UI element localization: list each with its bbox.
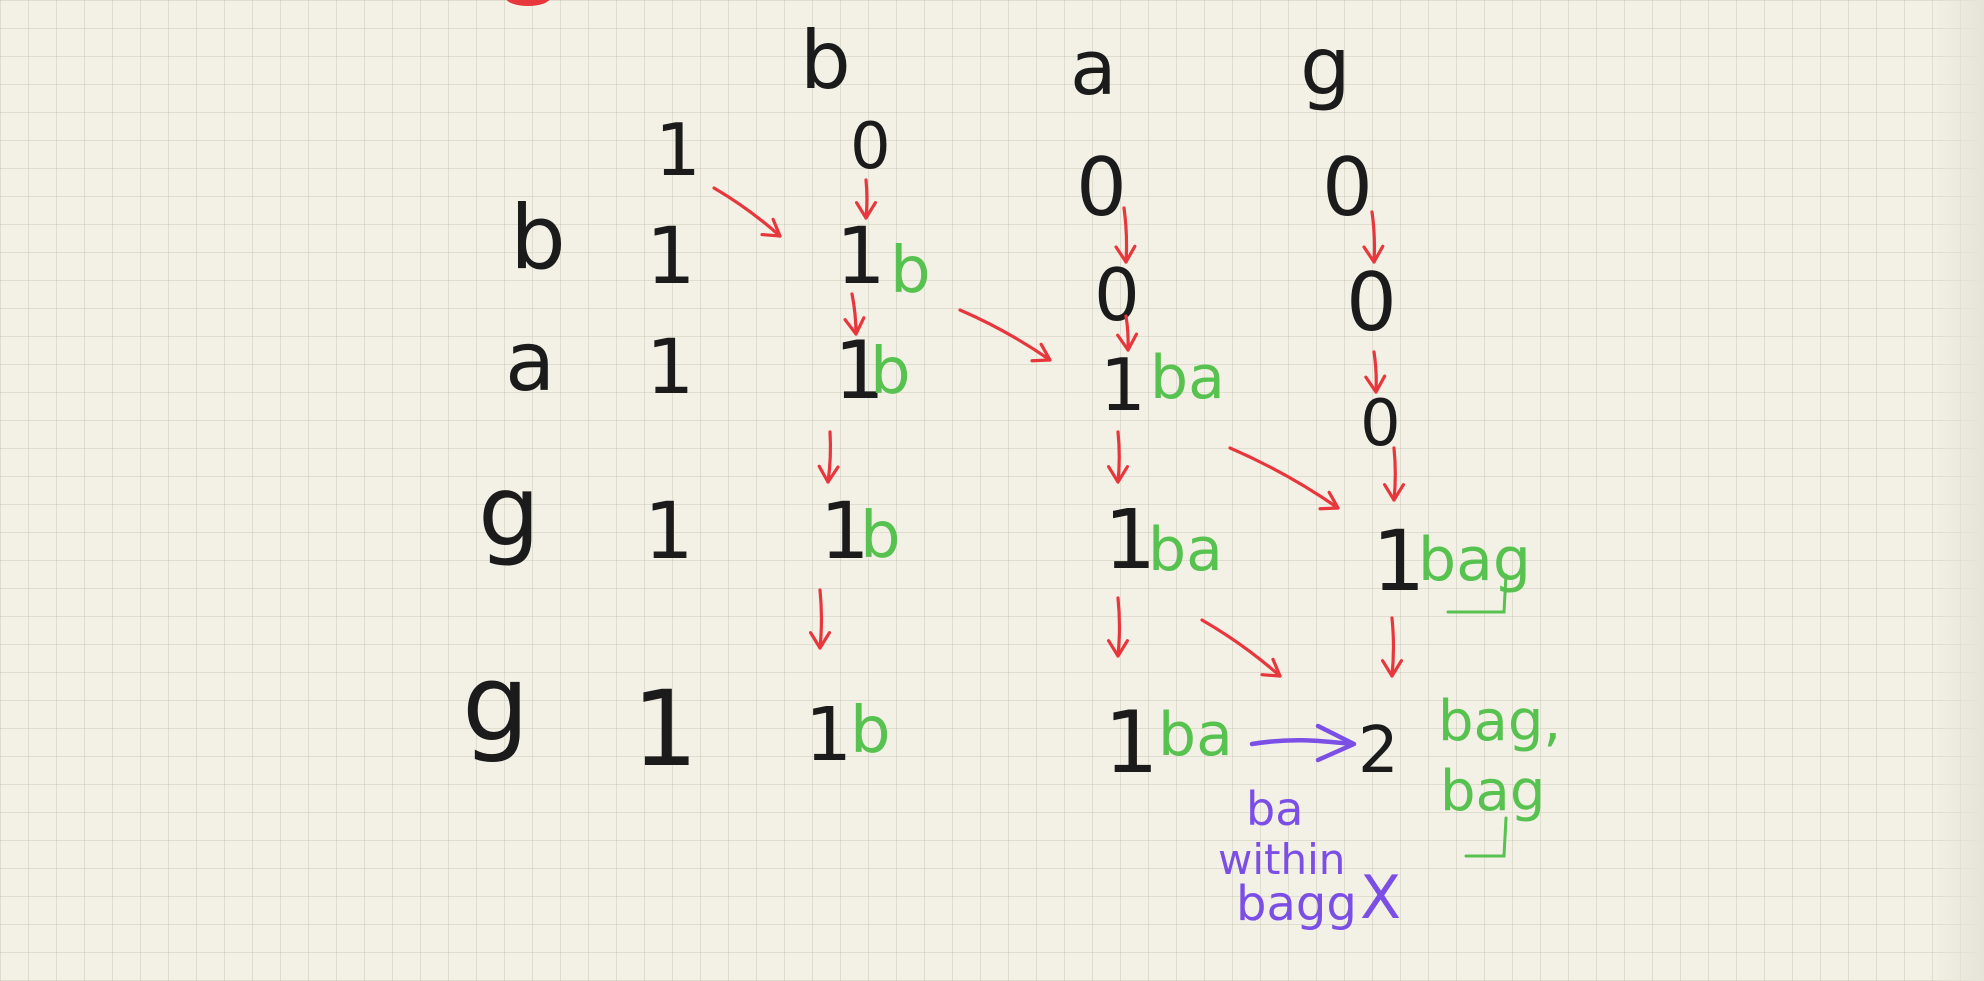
first-row-cell-b: 0 bbox=[850, 110, 891, 184]
cell-4-1: 1 bbox=[805, 692, 852, 778]
note-line-3: bagg bbox=[1236, 876, 1357, 932]
red-arrowhead bbox=[854, 201, 878, 220]
red-arrow bbox=[1390, 616, 1396, 678]
label-3-2: ba bbox=[1148, 515, 1223, 585]
label-3-3: bag bbox=[1418, 525, 1531, 595]
base-cell-row2: 1 bbox=[646, 322, 694, 411]
label-4-3-extra: bag bbox=[1440, 759, 1545, 824]
row-header-b: b bbox=[510, 186, 566, 289]
row-header-g2: g bbox=[462, 642, 529, 765]
base-cell-top: 1 bbox=[655, 108, 701, 192]
red-arrowhead bbox=[1364, 374, 1387, 394]
red-arrow bbox=[1116, 430, 1121, 484]
cell-2-2: 1 bbox=[1100, 343, 1146, 427]
cell-4-2: 1 bbox=[1104, 693, 1159, 793]
base-cell-row1: 1 bbox=[646, 212, 696, 302]
column-header-a: a bbox=[1070, 23, 1117, 112]
row-header-a: a bbox=[505, 315, 555, 410]
label-1-1: b bbox=[890, 234, 931, 308]
red-arrow bbox=[1122, 206, 1129, 264]
red-arrowhead bbox=[1106, 465, 1130, 484]
red-arrow bbox=[712, 186, 782, 238]
column-header-g: g bbox=[1300, 20, 1351, 113]
red-arrowhead bbox=[817, 464, 840, 484]
red-arrowhead bbox=[1382, 483, 1406, 502]
base-cell-row4: 1 bbox=[632, 668, 698, 790]
red-arrowhead bbox=[1106, 639, 1130, 658]
cell-2-1: 1 bbox=[834, 324, 885, 417]
cell-4-3: 2 bbox=[1358, 714, 1399, 788]
cell-1-3: 0 bbox=[1346, 256, 1397, 349]
cell-3-3: 1 bbox=[1372, 512, 1425, 610]
purple-arrowhead bbox=[1315, 723, 1357, 763]
red-arrowhead bbox=[1114, 244, 1137, 264]
red-arrow bbox=[1116, 596, 1122, 658]
label-underline bbox=[1446, 573, 1508, 614]
cell-1-2: 0 bbox=[1094, 253, 1140, 337]
red-mark bbox=[506, 0, 550, 6]
red-arrow bbox=[864, 178, 869, 220]
purple-arrow bbox=[1249, 737, 1355, 747]
red-arrowhead bbox=[843, 316, 866, 336]
label-3-1: b bbox=[860, 499, 901, 573]
red-arrow bbox=[1392, 446, 1397, 502]
red-arrowhead bbox=[1380, 659, 1404, 678]
cell-3-2: 1 bbox=[1104, 493, 1156, 588]
note-mark: X bbox=[1360, 863, 1401, 933]
red-arrow bbox=[1200, 618, 1282, 678]
red-arrowhead bbox=[1030, 342, 1052, 363]
label-4-3: bag, bbox=[1438, 689, 1561, 754]
base-cell-row3: 1 bbox=[644, 487, 694, 577]
red-arrowhead bbox=[1260, 657, 1282, 678]
label-underline bbox=[1464, 816, 1508, 858]
cell-1-1: 1 bbox=[836, 212, 886, 302]
row-header-g1: g bbox=[478, 455, 540, 569]
label-2-1: b bbox=[870, 335, 911, 409]
red-arrowhead bbox=[1318, 490, 1340, 511]
red-arrow bbox=[1372, 350, 1378, 394]
red-arrow bbox=[1370, 210, 1377, 264]
label-4-1: b bbox=[850, 694, 891, 768]
note-line-1: ba bbox=[1246, 782, 1303, 836]
red-arrow bbox=[818, 588, 824, 650]
column-header-b: b bbox=[800, 14, 851, 107]
red-arrows bbox=[712, 178, 1406, 678]
first-row-cell-g: 0 bbox=[1322, 141, 1373, 234]
cell-3-1: 1 bbox=[820, 487, 870, 577]
red-arrowhead bbox=[808, 631, 832, 650]
label-2-2: ba bbox=[1150, 343, 1225, 413]
red-arrow bbox=[958, 308, 1052, 362]
red-arrowhead bbox=[1116, 332, 1139, 352]
red-arrowhead bbox=[1362, 244, 1385, 264]
red-arrow bbox=[826, 430, 833, 484]
page-edge-shadow bbox=[1930, 0, 1984, 981]
label-4-2: ba bbox=[1158, 700, 1233, 770]
note-line-2: within bbox=[1218, 835, 1345, 884]
red-arrow bbox=[1228, 446, 1340, 510]
red-arrowhead bbox=[760, 217, 782, 238]
first-row-cell-a: 0 bbox=[1076, 141, 1127, 234]
